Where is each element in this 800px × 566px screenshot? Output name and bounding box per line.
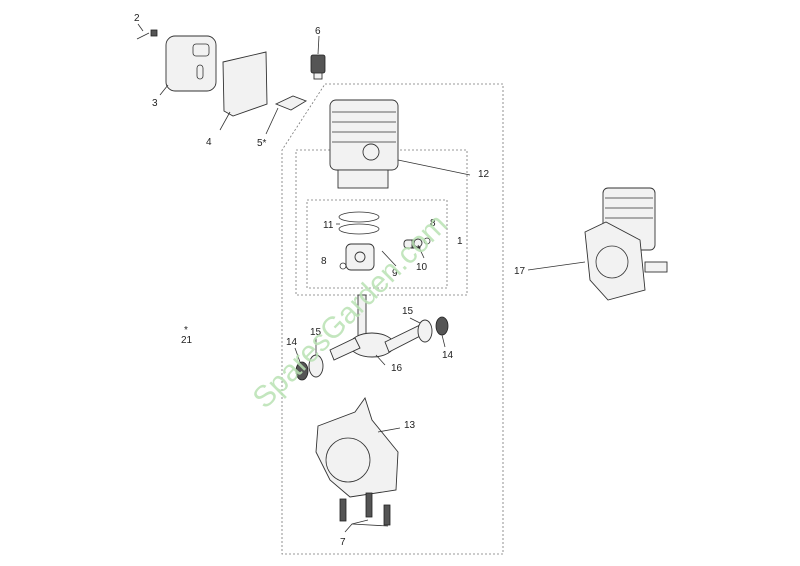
assembled-engine bbox=[527, 187, 668, 301]
piston-group-frame bbox=[306, 199, 448, 289]
muffler bbox=[159, 35, 217, 96]
crankshaft bbox=[329, 294, 425, 366]
left-seal bbox=[294, 347, 309, 381]
callout-4: 4 bbox=[206, 137, 212, 148]
callout-13: 13 bbox=[404, 420, 416, 431]
callout-8-lower: 8 bbox=[321, 256, 327, 267]
callout-17: 17 bbox=[514, 266, 526, 277]
heat-shield bbox=[219, 51, 268, 131]
crankcase-screws bbox=[339, 492, 391, 533]
callout-15-right: 15 bbox=[402, 306, 414, 317]
left-bearing bbox=[308, 338, 324, 378]
circlip bbox=[339, 262, 347, 270]
callout-11: 11 bbox=[323, 220, 334, 231]
callout-9: 9 bbox=[392, 268, 398, 279]
callout-2: 2 bbox=[134, 13, 140, 24]
needle-bearing bbox=[413, 238, 425, 259]
callout-21: 21 bbox=[181, 335, 193, 346]
crankcase bbox=[315, 397, 401, 498]
cylinder-group-frame bbox=[295, 149, 468, 296]
cylinder bbox=[329, 99, 471, 189]
callout-8-upper: 8 bbox=[430, 218, 436, 229]
piston bbox=[345, 243, 397, 271]
callout-15-left: 15 bbox=[310, 327, 322, 338]
callout-21-star: * bbox=[184, 325, 188, 336]
callout-6: 6 bbox=[315, 26, 321, 37]
callout-5: 5* bbox=[257, 138, 267, 149]
watermark: SparesGarden.com bbox=[247, 208, 454, 415]
muffler-gasket bbox=[265, 95, 308, 135]
assembly-frame bbox=[281, 83, 504, 555]
callout-14-right: 14 bbox=[442, 350, 454, 361]
callout-10: 10 bbox=[416, 262, 428, 273]
right-bearing bbox=[409, 317, 433, 343]
callout-14-left: 14 bbox=[286, 337, 298, 348]
muffler-screw bbox=[136, 23, 158, 40]
spark-plug bbox=[310, 35, 326, 80]
right-seal bbox=[435, 316, 449, 348]
callout-12: 12 bbox=[478, 169, 490, 180]
piston-rings bbox=[336, 211, 380, 235]
callout-3: 3 bbox=[152, 98, 158, 109]
circlip-right bbox=[423, 237, 431, 245]
callout-16: 16 bbox=[391, 363, 403, 374]
callout-7: 7 bbox=[340, 537, 346, 548]
callout-1: 1 bbox=[457, 236, 463, 247]
